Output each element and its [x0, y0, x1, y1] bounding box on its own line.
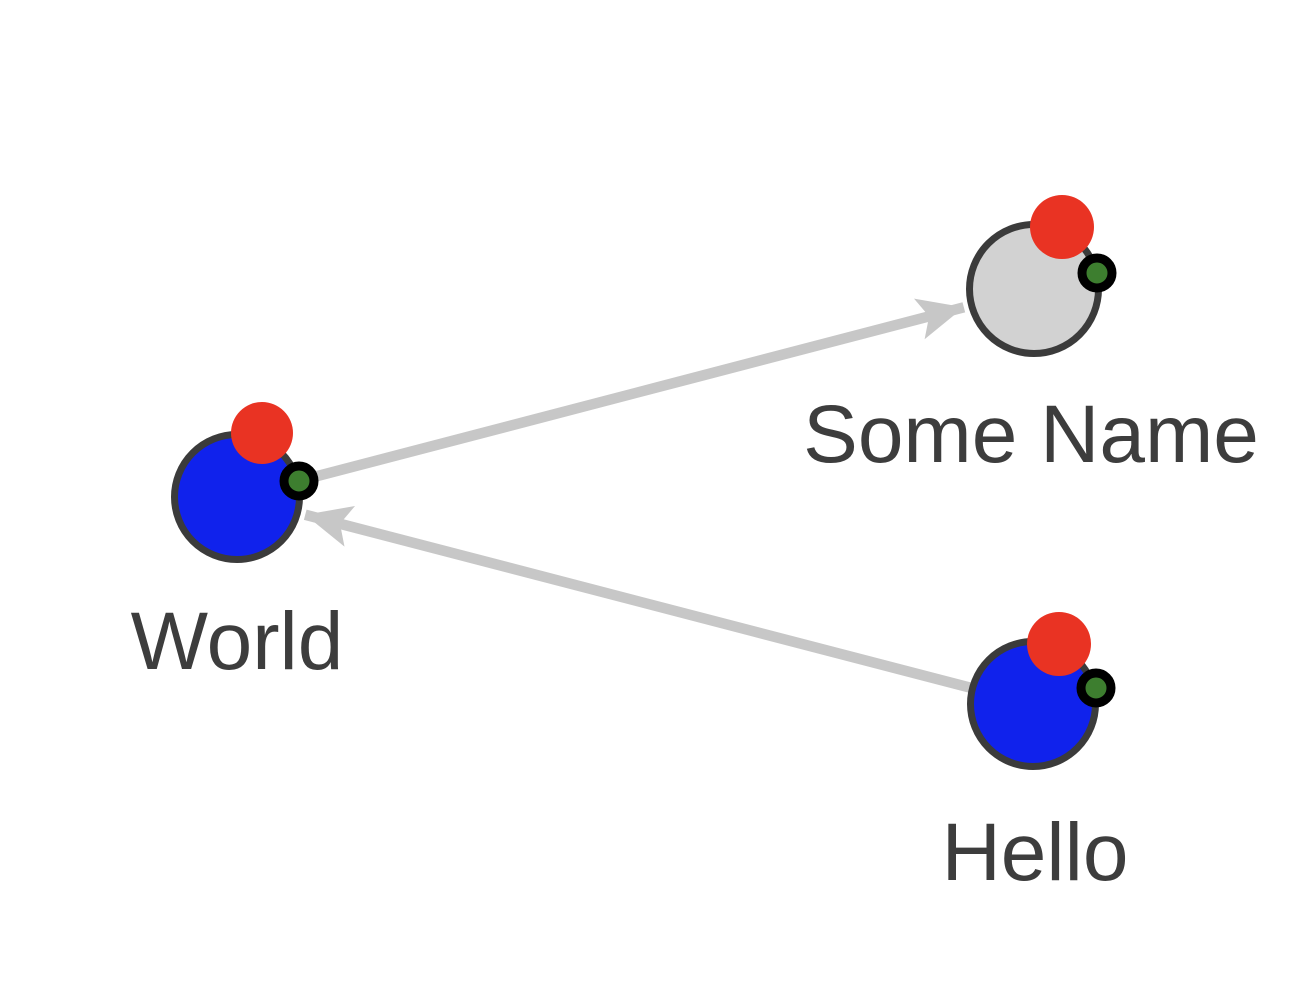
edge-line: [303, 509, 1035, 710]
red-badge-icon: [231, 402, 293, 464]
node-label-some-name: Some Name: [803, 389, 1259, 480]
node-hello[interactable]: Hello: [942, 612, 1129, 898]
node-label-world: World: [131, 596, 344, 687]
green-badge-icon: [1077, 253, 1117, 293]
green-badge-icon: [279, 461, 319, 501]
edge-world-to-some-name: [235, 298, 966, 503]
red-badge-icon: [1027, 612, 1091, 676]
arrowhead-icon: [914, 298, 964, 340]
red-badge-icon: [1030, 195, 1094, 259]
arrowhead-icon: [305, 506, 355, 547]
node-world[interactable]: World: [131, 402, 344, 687]
node-label-hello: Hello: [942, 807, 1129, 898]
edge-line: [235, 302, 966, 503]
edge-hello-to-world: [303, 506, 1035, 710]
node-some-name[interactable]: Some Name: [803, 195, 1259, 480]
green-badge-icon: [1076, 668, 1116, 708]
edge-layer: [235, 298, 1035, 710]
